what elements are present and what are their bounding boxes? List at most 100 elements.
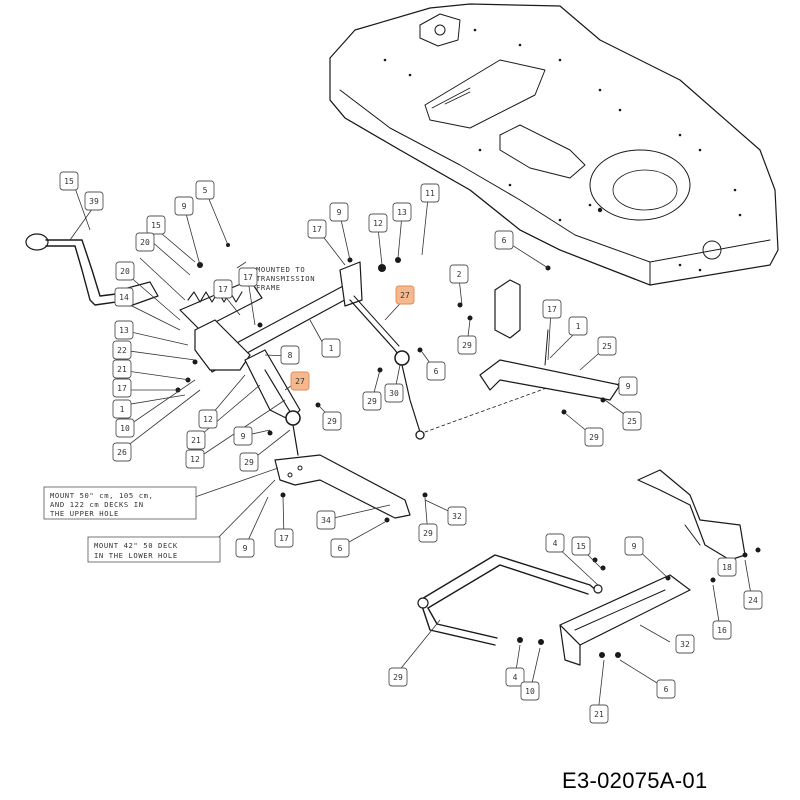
callout-bubble: 6	[426, 361, 446, 381]
callout-number: 21	[594, 710, 604, 719]
callout-bubble: 9	[624, 536, 644, 556]
callout-number: 13	[119, 326, 129, 335]
deck-rail	[559, 574, 691, 666]
callout-bubble: 21	[112, 359, 132, 379]
note-lower-hole: MOUNT 42" 50 DECK IN THE LOWER HOLE	[87, 536, 221, 563]
callout-bubble: 2	[449, 264, 469, 284]
callout-number: 6	[502, 236, 507, 245]
callout-number: 6	[338, 544, 343, 553]
callout-number: 20	[140, 238, 150, 247]
callout-number: 21	[191, 436, 201, 445]
callout-bubble: 15	[59, 171, 79, 191]
note-frame-line-2: TRANSMISSION	[256, 274, 315, 283]
callout-bubble: 17	[238, 267, 258, 287]
callout-number: 9	[632, 542, 637, 551]
callout-number: 6	[434, 367, 439, 376]
note-upper-line-1: MOUNT 50" cm, 105 cm,	[50, 491, 153, 500]
callout-number: 24	[748, 596, 758, 605]
callout-bubble: 13	[114, 320, 134, 340]
callout-bubble: 26	[112, 442, 132, 462]
callout-bubble: 39	[84, 191, 104, 211]
callout-bubble-highlighted: 27	[290, 371, 310, 391]
callout-number: 22	[117, 346, 127, 355]
deck-hanger-bracket	[479, 279, 621, 401]
callout-number: 26	[117, 448, 127, 457]
callout-bubble: 29	[239, 452, 259, 472]
callout-number: 29	[244, 458, 254, 467]
callout-bubble: 17	[307, 219, 327, 239]
callout-number: 16	[717, 626, 727, 635]
callout-bubble: 34	[316, 510, 336, 530]
callout-bubble: 9	[233, 426, 253, 446]
callout-bubble: 12	[198, 409, 218, 429]
callout-bubble: 17	[542, 299, 562, 319]
callout-number: 32	[680, 640, 690, 649]
tractor-frame	[329, 3, 779, 286]
callout-bubble: 5	[195, 180, 215, 200]
callout-bubble: 6	[656, 679, 676, 699]
callout-bubble-highlighted: 27	[395, 285, 415, 305]
callout-number: 4	[513, 673, 518, 682]
note-frame-line-1: MOUNTED TO	[256, 265, 305, 274]
callout-number: 30	[389, 389, 399, 398]
note-lower-line-1: MOUNT 42" 50 DECK	[94, 541, 178, 550]
callout-bubble: 20	[115, 261, 135, 281]
callout-bubble: 14	[114, 287, 134, 307]
callout-bubble: 25	[597, 336, 617, 356]
note-lower-line-2: IN THE LOWER HOLE	[94, 551, 178, 560]
callout-number: 17	[279, 534, 289, 543]
callout-bubble: 11	[420, 183, 440, 203]
callout-number: 34	[321, 516, 331, 525]
callout-bubble: 9	[329, 202, 349, 222]
deck-bracket	[637, 469, 746, 561]
callout-bubble: 32	[447, 506, 467, 526]
callout-bubble: 30	[384, 383, 404, 403]
callout-bubble: 17	[274, 528, 294, 548]
callout-bubble: 9	[618, 376, 638, 396]
callout-bubble: 9	[174, 196, 194, 216]
callout-number: 6	[664, 685, 669, 694]
callout-number: 27	[295, 377, 305, 386]
callout-number: 10	[120, 424, 130, 433]
callout-number: 17	[218, 285, 228, 294]
callout-bubble: 4	[545, 533, 565, 553]
note-upper-line-3: THE UPPER HOLE	[50, 509, 119, 518]
callout-bubble: 22	[112, 340, 132, 360]
callout-number: 14	[119, 293, 129, 302]
callout-number: 5	[203, 186, 208, 195]
callout-number: 17	[243, 273, 253, 282]
callout-number: 29	[327, 417, 337, 426]
callout-bubble: 10	[115, 418, 135, 438]
callout-bubble: 6	[330, 538, 350, 558]
callout-bubble: 15	[571, 536, 591, 556]
callout-bubble: 4	[505, 667, 525, 687]
callout-bubble: 29	[322, 411, 342, 431]
callout-number: 25	[627, 417, 637, 426]
callout-number: 8	[288, 351, 293, 360]
lower-lift-arm	[274, 454, 411, 519]
callout-bubble: 29	[418, 523, 438, 543]
callout-number: 9	[241, 432, 246, 441]
callout-number: 12	[203, 415, 213, 424]
callout-bubble: 15	[146, 215, 166, 235]
callout-bubble: 16	[712, 620, 732, 640]
note-upper-line-2: AND 122 cm DECKS IN	[50, 500, 144, 509]
callout-number: 32	[452, 512, 462, 521]
callout-number: 1	[329, 344, 334, 353]
callout-number: 2	[457, 270, 462, 279]
callout-number: 15	[151, 221, 161, 230]
callout-bubble: 9	[235, 538, 255, 558]
callout-number: 11	[425, 189, 435, 198]
callout-number: 27	[400, 291, 410, 300]
note-frame: MOUNTED TO TRANSMISSION FRAME	[256, 265, 315, 292]
callout-bubble: 17	[112, 378, 132, 398]
callout-number: 12	[373, 219, 383, 228]
callout-number: 25	[602, 342, 612, 351]
callout-number: 12	[190, 455, 200, 464]
note-upper-hole: MOUNT 50" cm, 105 cm, AND 122 cm DECKS I…	[43, 486, 197, 520]
note-frame-line-3: FRAME	[256, 283, 281, 292]
callout-number: 15	[64, 177, 74, 186]
callout-number: 29	[367, 397, 377, 406]
callout-number: 10	[525, 687, 535, 696]
callout-bubbles: 1539591520201413222117110261717917121311…	[59, 171, 763, 724]
